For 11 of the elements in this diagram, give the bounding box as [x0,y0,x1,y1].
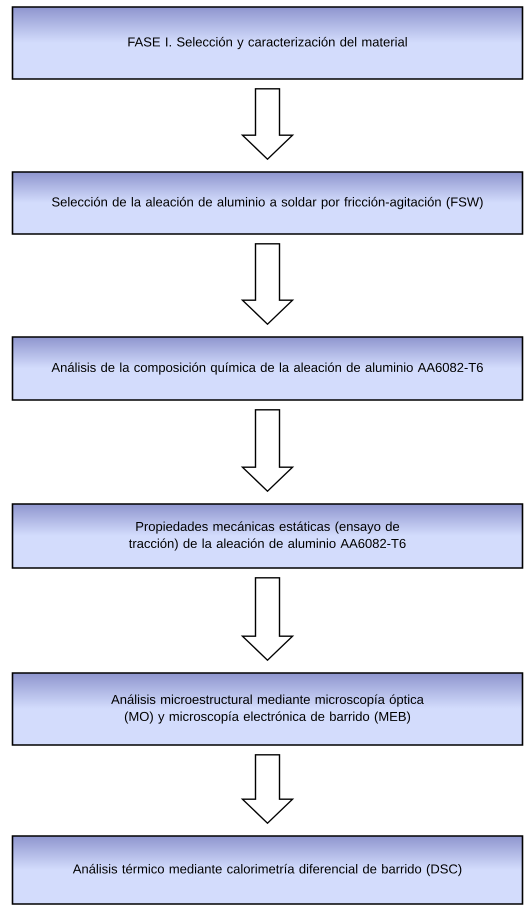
block-arrow [240,577,294,662]
block-arrow [240,243,294,326]
process-box: FASE I. Selección y caracterización del material [12,6,524,80]
process-box: Análisis microestructural mediante microscopía óptica (MO) y microscopía electrónica de barrido (MEB) [12,672,524,746]
process-box: Análisis térmico mediante calorimetría diferencial de barrido (DSC) [12,835,524,905]
process-box: Selección de la aleación de aluminio a soldar por fricción-agitación (FSW) [12,171,524,235]
block-arrow [240,409,294,492]
block-arrow [240,754,294,824]
process-box: Análisis de la composición química de la aleación de aluminio AA6082-T6 [12,336,524,401]
block-arrow [240,88,294,160]
process-box: Propiedades mecánicas estáticas (ensayo de tracción) de la aleación de aluminio AA6082-T6 [12,503,524,569]
